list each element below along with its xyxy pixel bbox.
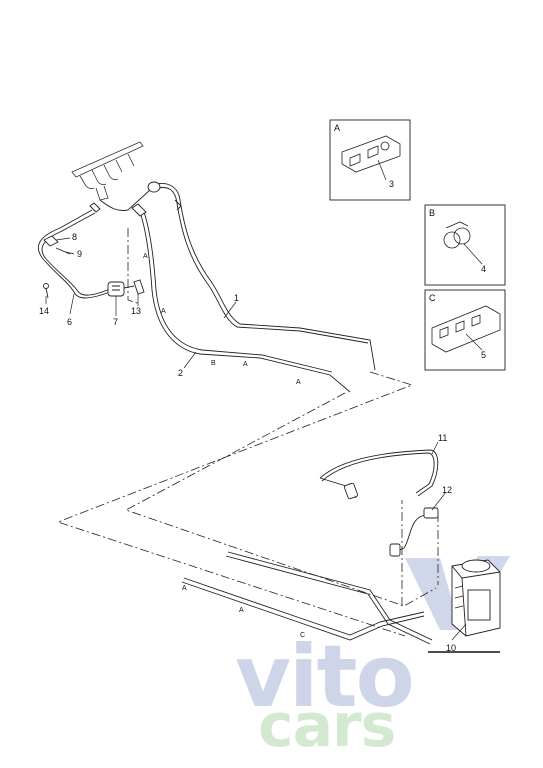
- callout-4: 4: [481, 264, 486, 274]
- detail-box-a-letter: A: [334, 123, 340, 133]
- callout-12: 12: [442, 485, 452, 495]
- fuel-lines-lower: [181, 551, 433, 645]
- pipe-tag-a: A: [161, 308, 166, 315]
- line-1: [149, 183, 376, 371]
- pipe-tag-a: A: [143, 253, 148, 260]
- pipe-tag-a: A: [239, 607, 244, 614]
- detail-box-c: C: [424, 289, 506, 371]
- detail-box-c-letter: C: [429, 293, 436, 303]
- pipe-tag-b: B: [211, 360, 216, 367]
- watermark-text-vito: vito: [235, 627, 413, 727]
- callout-14: 14: [39, 306, 49, 316]
- detail-box-b-letter: B: [429, 208, 435, 218]
- part-9-bolt: [55, 247, 71, 255]
- part-10-canister: [451, 559, 501, 637]
- leader-lines: [45, 159, 483, 641]
- pipe-tags: A A A A A A B C: [143, 253, 305, 639]
- clip-b-icon: [443, 221, 471, 249]
- callout-3: 3: [389, 179, 394, 189]
- pipe-tag-c: C: [300, 632, 305, 639]
- clip-c-icon: [431, 305, 501, 353]
- part-13-connector: [133, 279, 145, 295]
- watermark: vito cars: [235, 556, 510, 761]
- callout-8: 8: [72, 232, 77, 242]
- line-to-rail: [99, 189, 151, 211]
- line-11: [319, 449, 439, 497]
- clip-a-icon: [341, 135, 401, 173]
- boundary-line-lower: [125, 392, 437, 607]
- callout-13: 13: [131, 306, 141, 316]
- pipe-tag-a: A: [182, 585, 187, 592]
- boundary-line-front: [127, 228, 141, 305]
- callout-11: 11: [438, 433, 447, 443]
- part-7-pump: [107, 281, 125, 297]
- part-14-bolt: [43, 283, 49, 289]
- callout-7: 7: [113, 317, 118, 327]
- boundary-line-upper: [56, 371, 414, 637]
- callout-6: 6: [67, 317, 72, 327]
- canister-lines: [319, 449, 439, 557]
- line-12: [395, 511, 435, 553]
- callout-5: 5: [481, 350, 486, 360]
- callout-10: 10: [446, 643, 456, 653]
- part-8-clip: [43, 235, 59, 247]
- watermark-text-cars: cars: [258, 691, 395, 761]
- line-6: [38, 209, 111, 299]
- callout-1: 1: [234, 293, 239, 303]
- callout-2: 2: [178, 368, 183, 378]
- callout-9: 9: [77, 249, 82, 259]
- pipe-tag-a: A: [296, 379, 301, 386]
- left-assembly: [38, 202, 145, 299]
- line-connector-top: [147, 181, 161, 193]
- detail-box-a: A: [329, 119, 411, 201]
- line-2: [139, 211, 351, 393]
- fuel-rail: [71, 141, 144, 201]
- boundary-lines: [56, 228, 439, 637]
- pipe-tag-a: A: [243, 361, 248, 368]
- callouts: 1 2 3 4 5 6 7 8 9 10 11 12 13 14: [39, 179, 486, 653]
